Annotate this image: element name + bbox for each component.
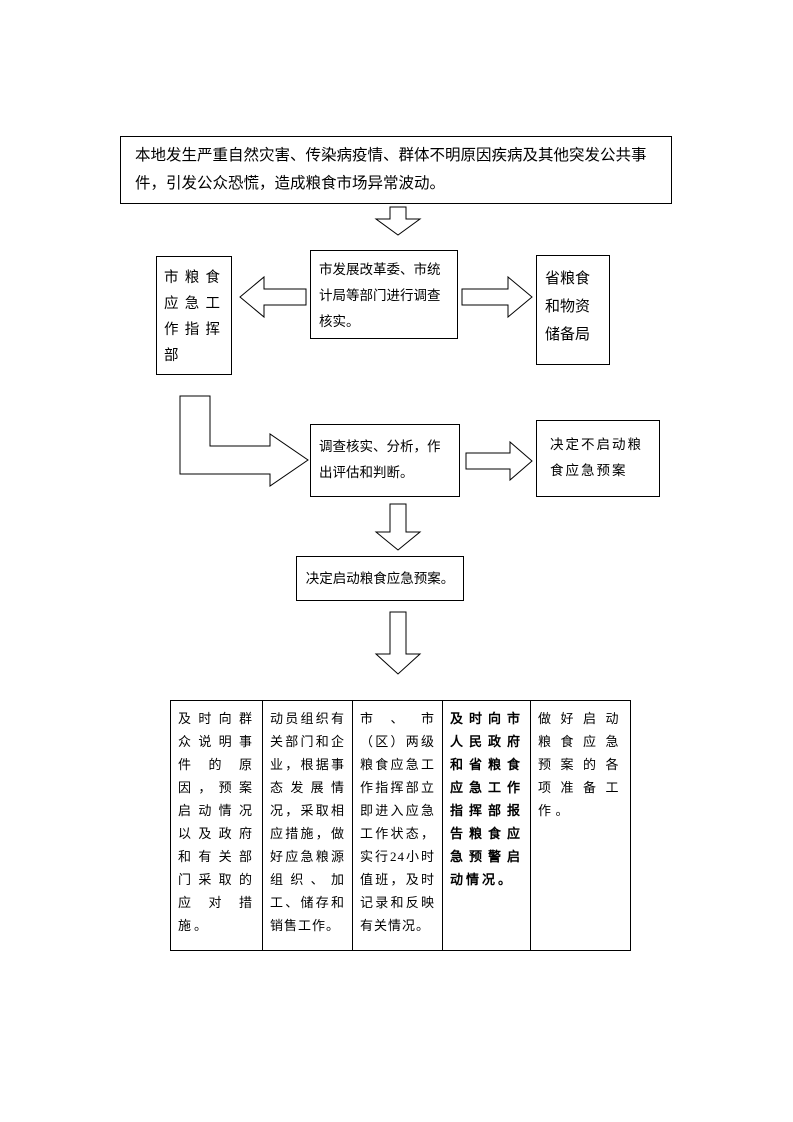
down-arrow-icon xyxy=(374,611,422,675)
provincial-bureau-box: 省粮食和物资储备局 xyxy=(536,255,610,365)
no-activation-decision-box: 决定不启动粮食应急预案 xyxy=(536,420,660,497)
command-center-box: 市粮食应急工作指挥部 xyxy=(156,256,232,375)
right-arrow-icon xyxy=(461,275,533,319)
trigger-event-box: 本地发生严重自然灾害、传染病疫情、群体不明原因疾病及其他突发公共事件，引发公众恐… xyxy=(120,136,672,204)
task-cell-public-explanation: 及时向群众说明事件的原因，预案启动情况以及政府和有关部门采取的应对措施。 xyxy=(170,700,263,951)
task-cell-report-upward: 及时向市人民政府和省粮食应急工作指挥部报告粮食应急预警启动情况。 xyxy=(442,700,531,951)
task-cell-mobilize-departments: 动员组织有关部门和企业，根据事态发展情况，采取相应措施，做好应急粮源组织、加工、… xyxy=(262,700,353,951)
task-cell-duty-status: 市、市（区）两级粮食应急工作指挥部立即进入应急工作状态，实行24小时值班，及时记… xyxy=(352,700,443,951)
down-arrow-icon xyxy=(374,206,422,236)
left-arrow-icon xyxy=(239,275,307,319)
assessment-box: 调查核实、分析，作出评估和判断。 xyxy=(310,424,460,497)
right-arrow-icon xyxy=(465,440,533,482)
down-arrow-icon xyxy=(374,503,422,551)
task-row: 及时向群众说明事件的原因，预案启动情况以及政府和有关部门采取的应对措施。 动员组… xyxy=(170,700,631,951)
activation-decision-box: 决定启动粮食应急预案。 xyxy=(296,556,464,601)
elbow-arrow-icon xyxy=(179,395,309,498)
investigation-box: 市发展改革委、市统计局等部门进行调查核实。 xyxy=(310,250,458,339)
task-cell-preparation: 做好启动粮食应急预案的各项准备工作。 xyxy=(530,700,631,951)
